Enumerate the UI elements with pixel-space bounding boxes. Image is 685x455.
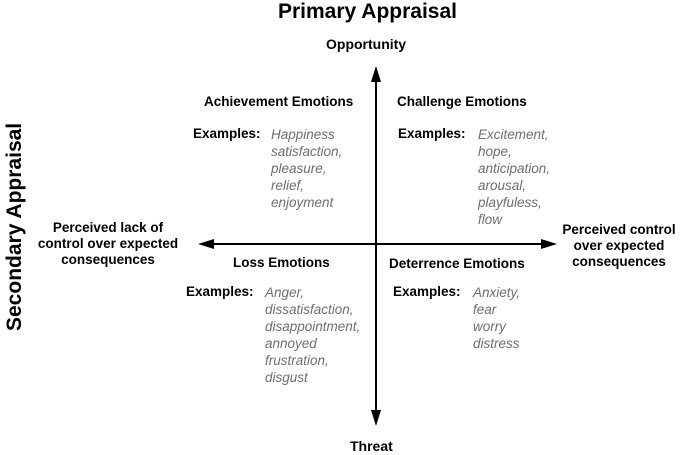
example-item: enjoyment <box>271 195 334 210</box>
axis-label-right: Perceived control over expected conseque… <box>555 222 683 270</box>
quadrant-heading-achievement: Achievement Emotions <box>204 94 354 109</box>
example-list-deterrence: Anxiety, fear worry distress <box>473 284 520 352</box>
example-item: dissatisfaction, <box>265 302 354 317</box>
primary-appraisal-title: Primary Appraisal <box>278 0 457 23</box>
axis-left-line: consequences <box>61 252 155 267</box>
example-item: anticipation, <box>478 161 551 176</box>
examples-label: Examples: <box>393 284 461 299</box>
example-item: arousal, <box>478 178 527 193</box>
example-item: Excitement, <box>478 127 549 142</box>
quadrant-heading-loss: Loss Emotions <box>233 255 330 270</box>
quadrant-heading-challenge: Challenge Emotions <box>397 94 527 109</box>
example-item: worry <box>473 319 506 334</box>
example-item: relief, <box>271 178 305 193</box>
examples-label: Examples: <box>186 284 254 299</box>
axis-right-line: over expected <box>573 238 665 253</box>
axis-label-left: Perceived lack of control over expected … <box>28 220 188 268</box>
example-item: flow <box>478 212 503 227</box>
example-item: frustration, <box>265 353 329 368</box>
example-item: distress <box>473 336 520 351</box>
axis-label-threat: Threat <box>350 438 393 454</box>
example-item: pleasure, <box>271 161 327 176</box>
example-list-loss: Anger, dissatisfaction, disappointment, … <box>265 284 360 386</box>
example-item: hope, <box>478 144 512 159</box>
axis-left-line: control over expected <box>37 236 179 251</box>
arrow-up-icon <box>371 66 381 82</box>
example-item: Happiness <box>271 127 335 142</box>
example-item: disappointment, <box>265 319 361 334</box>
examples-label: Examples: <box>193 126 261 141</box>
example-item: Anxiety, <box>473 285 521 300</box>
example-item: Anger, <box>265 285 305 300</box>
example-item: disgust <box>265 370 308 385</box>
axis-left-line: Perceived lack of <box>52 220 164 235</box>
examples-label: Examples: <box>398 126 466 141</box>
example-list-achievement: Happiness satisfaction, pleasure, relief… <box>271 126 342 211</box>
arrow-left-icon <box>198 239 214 249</box>
example-item: annoyed <box>265 336 317 351</box>
secondary-appraisal-title: Secondary Appraisal <box>3 122 26 331</box>
example-item: playfuless, <box>478 195 542 210</box>
quadrant-heading-deterrence: Deterrence Emotions <box>389 256 525 271</box>
axis-right-line: consequences <box>572 254 666 269</box>
example-item: fear <box>473 302 497 317</box>
arrow-right-icon <box>541 239 557 249</box>
axis-label-opportunity: Opportunity <box>326 36 407 52</box>
example-list-challenge: Excitement, hope, anticipation, arousal,… <box>478 126 550 228</box>
axis-right-line: Perceived control <box>562 222 676 237</box>
example-item: satisfaction, <box>271 144 343 159</box>
arrow-down-icon <box>371 410 381 426</box>
